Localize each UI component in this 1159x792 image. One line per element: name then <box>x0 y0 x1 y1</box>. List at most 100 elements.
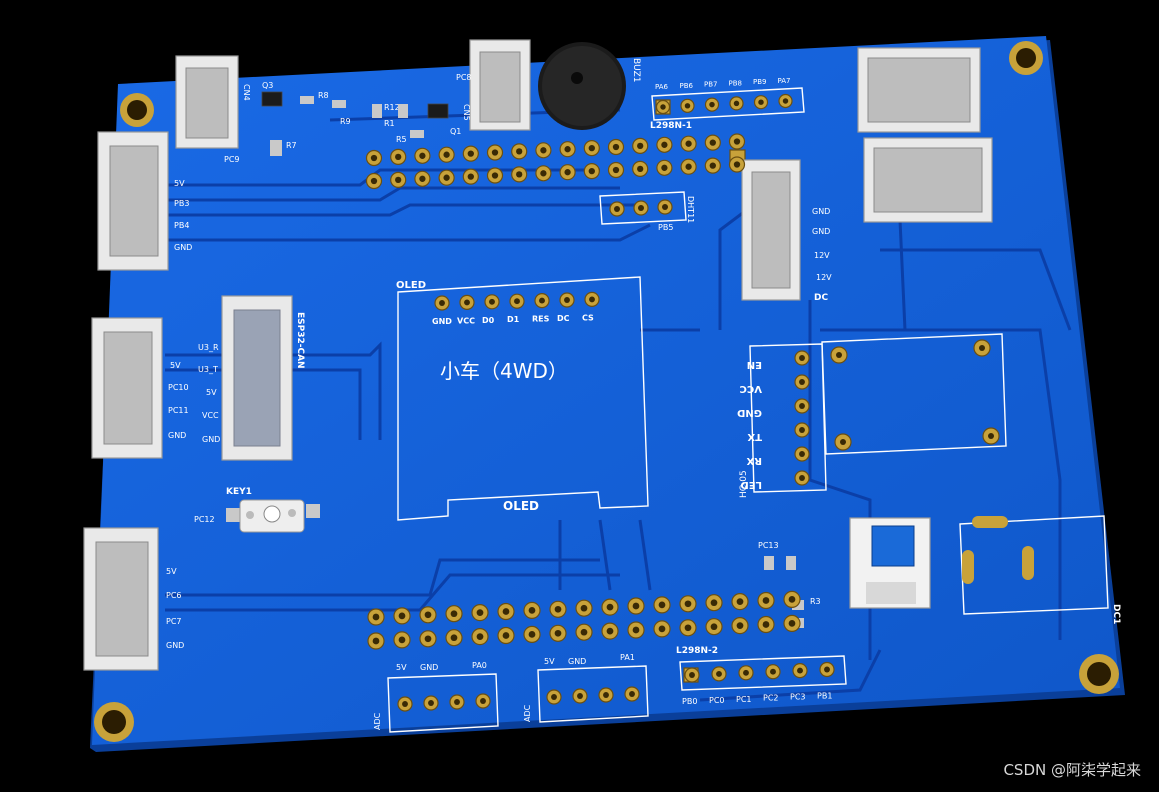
header-top-pad <box>680 135 697 152</box>
dht11-label: DHT11 <box>686 196 695 223</box>
esp32-pin-2: U3_T <box>198 365 218 374</box>
adc2-pad <box>624 686 640 702</box>
header-top-pad <box>607 138 625 156</box>
esp32-pin-1: U3_R <box>198 343 219 352</box>
oled-pin-pad <box>484 294 500 310</box>
hc05-pin-label: TX <box>747 431 762 442</box>
oled-pin-pad <box>584 291 600 307</box>
hc05-pin-label: VCC <box>740 383 762 394</box>
oled-pin-pad <box>559 292 575 308</box>
header-bottom-pad <box>393 631 411 649</box>
l298n2-pin-pad <box>711 666 727 682</box>
header-bottom-pad <box>653 620 671 638</box>
hc05-pin-pad <box>794 446 810 462</box>
header-bottom-pad <box>497 602 515 621</box>
left1-pin-2: PB3 <box>174 199 189 208</box>
l298n2-label: L298N-2 <box>676 646 718 656</box>
header-bottom-pad <box>445 605 463 623</box>
oled-pin-pad <box>434 295 450 311</box>
hc05-module: HC-05 <box>739 343 827 498</box>
left-connector-1: 5V PB3 PB4 GND <box>97 131 192 271</box>
dc1-label: DC1 <box>1111 604 1121 624</box>
header-bottom-pad <box>705 618 723 636</box>
oled-bottom-label: OLED <box>503 499 539 513</box>
power-switch[interactable] <box>849 517 931 609</box>
left3-pin-3: PC7 <box>166 617 182 626</box>
l298n2-pin-label: PB0 <box>682 697 697 706</box>
header-bottom-pad <box>601 598 619 616</box>
header-top-pad <box>414 147 431 164</box>
oled-pin-pad <box>509 293 525 309</box>
dht11-header: DHT11 PB5 <box>599 191 695 232</box>
smd-parts: Q3 R8 R9 R7 R12 R1 R5 Q1 R3 PC13 <box>261 81 821 628</box>
oled-pin-pad <box>534 293 550 309</box>
adc1-pin-2: GND <box>420 663 438 672</box>
header-bottom-pad <box>367 632 385 650</box>
r12-label: R12 <box>384 103 400 112</box>
hc05-pin-pad <box>794 470 810 486</box>
l298n2-pin-label: PC0 <box>709 696 725 705</box>
header-top-pad <box>728 156 746 173</box>
oled-pin-label: RES <box>532 315 550 324</box>
l298n1-pin-pad <box>753 95 769 110</box>
l298n1-pin-label: PB8 <box>729 79 742 87</box>
header-top-pad <box>632 160 649 177</box>
header-bottom-pad <box>549 600 567 618</box>
module-outline <box>821 333 1007 455</box>
l298n2-pin-label: PC3 <box>790 693 806 702</box>
hc05-pin-pad <box>794 350 810 366</box>
adc1-pad <box>397 696 413 712</box>
pc13-label: PC13 <box>758 541 779 550</box>
left3-pin-2: PC6 <box>166 591 182 600</box>
l298n1-pin-pad <box>729 96 744 111</box>
header-top-pad <box>535 165 552 182</box>
header-bottom-pad <box>575 599 593 617</box>
oled-pin-label: D1 <box>507 315 520 324</box>
header-bottom-pad <box>757 591 775 610</box>
header-bottom-pad <box>783 590 801 609</box>
header-bottom-pad <box>523 601 541 620</box>
header-bottom-pad <box>757 615 775 634</box>
header-top-pad <box>390 171 407 188</box>
key1-pin: PC12 <box>194 515 215 524</box>
left1-pin-3: PB4 <box>174 221 189 230</box>
esp32-connector: ESP32-CAN U3_R U3_T 5V VCC GND <box>198 295 305 461</box>
header-top-pad <box>511 166 528 183</box>
header-bottom-pad <box>731 616 749 635</box>
header-top-pad <box>680 158 697 175</box>
header-top-pad <box>559 141 576 158</box>
header-bottom-pad <box>705 594 723 612</box>
pin-headers <box>365 133 801 650</box>
adc2-pad <box>546 689 562 705</box>
adc1-pad <box>449 694 465 710</box>
header-bottom-pad <box>679 619 697 637</box>
header-top-pad <box>704 134 721 151</box>
hc05-pin-label: EN <box>747 359 762 370</box>
oled-top-label: OLED <box>396 280 426 291</box>
q1-label: Q1 <box>450 127 461 136</box>
adc1-header: ADC 5V GND PA0 <box>373 661 499 733</box>
left2-pin-2: PC10 <box>168 383 189 392</box>
adc1-pad <box>475 693 491 709</box>
cn4-label: CN4 <box>242 84 251 101</box>
l298n2-pin-label: PC2 <box>763 694 779 703</box>
adc1-pin-3: PA0 <box>472 661 487 670</box>
adc2-header: ADC 5V GND PA1 <box>523 653 649 723</box>
header-bottom-pad <box>627 597 645 615</box>
header-bottom-pad <box>419 630 437 648</box>
left1-pin-4: GND <box>174 243 192 252</box>
key1-button[interactable]: KEY1 PC12 <box>194 487 320 533</box>
l298n1-pin-pad <box>680 98 695 113</box>
oled-pin-label: D0 <box>482 316 495 325</box>
header-top-pad <box>438 146 455 163</box>
l298n2-pin-pad <box>819 661 835 678</box>
header-top-pad <box>728 133 746 150</box>
adc-pads <box>397 686 640 712</box>
header-bottom-pad <box>393 607 411 625</box>
header-bottom-pad <box>601 622 619 640</box>
hc05-pin-pad <box>794 422 810 438</box>
